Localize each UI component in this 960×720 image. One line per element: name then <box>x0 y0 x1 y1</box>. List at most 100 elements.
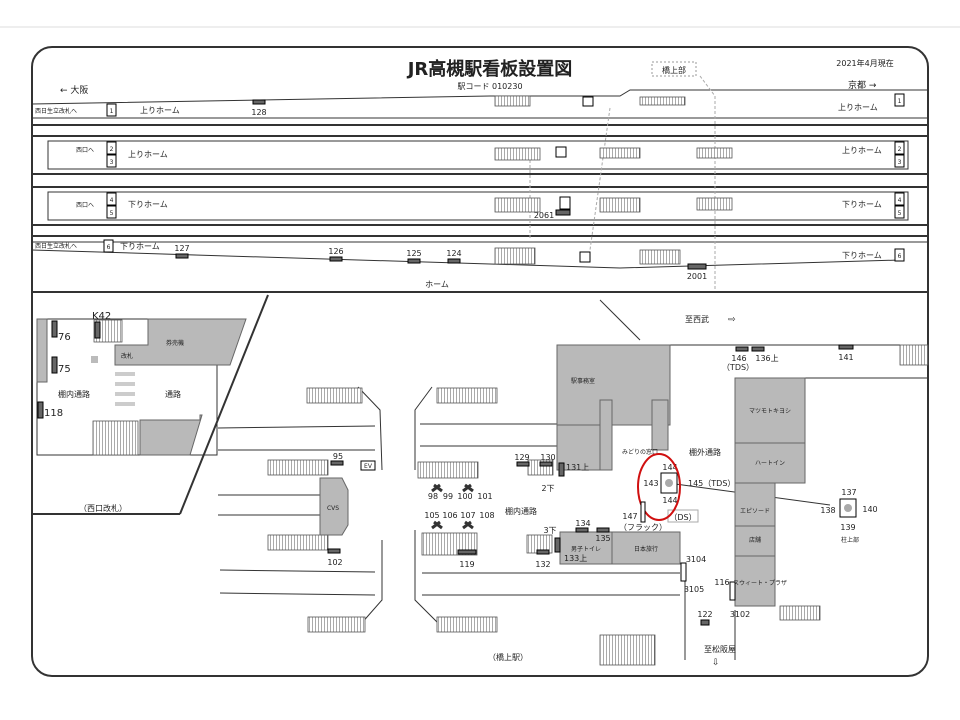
sign-label-133: 133上 <box>564 554 587 563</box>
sign-147 <box>640 501 646 523</box>
track-box-2 <box>106 141 117 155</box>
shop-label-5: スウィート・プラザ <box>733 579 787 587</box>
sign-135 <box>596 527 610 533</box>
sign-127 <box>175 253 189 259</box>
sign-2061 <box>555 209 571 216</box>
sign-label-141: 141 <box>838 353 853 362</box>
sign-label-105: 105 <box>424 511 439 520</box>
as-of-date: 2021年4月現在 <box>836 58 893 68</box>
sign-102 <box>327 548 341 554</box>
sign-141 <box>838 344 854 350</box>
station-code: 駅コード 010230 <box>457 82 522 91</box>
sign-label-138: 138 <box>820 506 835 515</box>
concourse-caption: （橋上駅） <box>488 652 528 662</box>
down-platform-label-6: 下りホーム <box>120 242 160 251</box>
track-box-3-right <box>894 154 905 168</box>
track-box-6 <box>103 239 114 253</box>
arrow-right-icon: ⇨ <box>728 315 736 325</box>
up-platform-label-1-right: 上りホーム <box>838 103 878 112</box>
west-gate-bridge-label-1: 西日生立改札へ <box>35 107 77 115</box>
sign-label-100: 100 <box>457 492 472 501</box>
sign-134 <box>575 527 589 533</box>
sign-76 <box>51 320 58 338</box>
west-exit-label-45: 西口へ <box>76 202 94 209</box>
track-number-2-right: 2 <box>898 146 902 153</box>
sign-label-ds: （DS） <box>669 513 696 522</box>
track-number-3-right: 3 <box>898 159 902 166</box>
sign-label-3102: 3102 <box>730 610 750 619</box>
bridge-label: 橋上部 <box>662 65 686 75</box>
sign-label-3-down: 3下 <box>543 526 556 535</box>
track-number-4: 4 <box>110 197 114 204</box>
sign-128 <box>252 99 266 105</box>
sign-label-102: 102 <box>327 558 342 567</box>
sign-label-127: 127 <box>174 244 189 253</box>
sign-label-3105: 3105 <box>684 585 704 594</box>
west-gate-inset <box>32 294 269 515</box>
west-exit-label-23: 西口へ <box>76 147 94 154</box>
ticket-machines-label: 券売機 <box>166 339 184 347</box>
up-platform-label-23-right: 上りホーム <box>842 146 882 155</box>
shop-label-2: ハートイン <box>755 460 785 467</box>
inner-passage-label: 棚内通路 <box>505 506 537 516</box>
travel-agency-label: 日本旅行 <box>634 545 658 553</box>
sign-label-144: 144 <box>662 496 677 505</box>
track-box-4-right <box>894 192 905 206</box>
sign-132 <box>536 549 550 555</box>
sign-131 <box>558 462 565 477</box>
shop-label-1: マツモトキヨシ <box>749 408 791 415</box>
track-number-6-right: 6 <box>898 253 902 260</box>
sign-label-131: 131上 <box>566 463 589 472</box>
sign-label-139: 139 <box>840 523 855 532</box>
west-passage-label: 通路 <box>165 389 181 399</box>
up-platform-label-1: 上りホーム <box>140 106 180 115</box>
down-platform-label-45-right: 下りホーム <box>842 200 882 209</box>
track-box-5 <box>106 205 117 219</box>
cvs-label: CVS <box>327 505 339 512</box>
arrow-down-icon: ⇩ <box>712 658 720 668</box>
sign-label-125: 125 <box>406 249 421 258</box>
track-number-3: 3 <box>110 159 114 166</box>
track-number-6: 6 <box>107 244 111 251</box>
sign-label-2001: 2001 <box>687 272 707 281</box>
track-number-2: 2 <box>110 146 114 153</box>
sign-label-75: 75 <box>58 364 71 375</box>
sign-124 <box>447 258 461 264</box>
sign-116-3102 <box>729 581 736 601</box>
west-gate-bridge-label-6: 西日生立改札へ <box>35 242 77 250</box>
sign-2001 <box>687 263 707 270</box>
sign-label-126: 126 <box>328 247 343 256</box>
sign-label-98: 98 <box>428 492 438 501</box>
sign-label-107: 107 <box>460 511 475 520</box>
sign-label-128: 128 <box>251 108 266 117</box>
sign-label-101: 101 <box>477 492 492 501</box>
sign-label-k42: K42 <box>92 311 111 322</box>
sign-label-2061: 2061 <box>534 211 554 220</box>
sign-label-129: 129 <box>514 453 529 462</box>
diagram-title: JR高槻駅看板設置図 <box>406 58 573 80</box>
track-box-5-right <box>894 205 905 219</box>
sign-136 <box>751 346 765 352</box>
sign-label-2-down: 2下 <box>541 484 554 493</box>
sign-label-147-flag: （フラック） <box>619 523 667 532</box>
bridge-label-box <box>651 61 697 77</box>
sign-k42 <box>94 321 101 339</box>
sign-125 <box>407 258 421 264</box>
sign-label-146-tds: （TDS） <box>722 363 754 372</box>
sign-label-76: 76 <box>58 332 71 343</box>
down-platform-label-45: 下りホーム <box>128 200 168 209</box>
sign-label-118: 118 <box>44 408 63 419</box>
track-number-5-right: 5 <box>898 210 902 217</box>
sign-label-137: 137 <box>841 488 856 497</box>
track-box-2-right <box>894 141 905 155</box>
track-number-1-right: 1 <box>898 98 902 105</box>
outer-passage-label: 棚外通路 <box>689 447 721 457</box>
track-box-6-right <box>894 248 905 262</box>
pillar-top-label: 柱上部 <box>841 536 859 544</box>
sign-label-122: 122 <box>697 610 712 619</box>
sign-label-136: 136上 <box>755 354 778 363</box>
sign-label-145: 145（TDS） <box>688 479 735 488</box>
track-number-1: 1 <box>110 108 114 115</box>
sign-129 <box>516 461 530 467</box>
